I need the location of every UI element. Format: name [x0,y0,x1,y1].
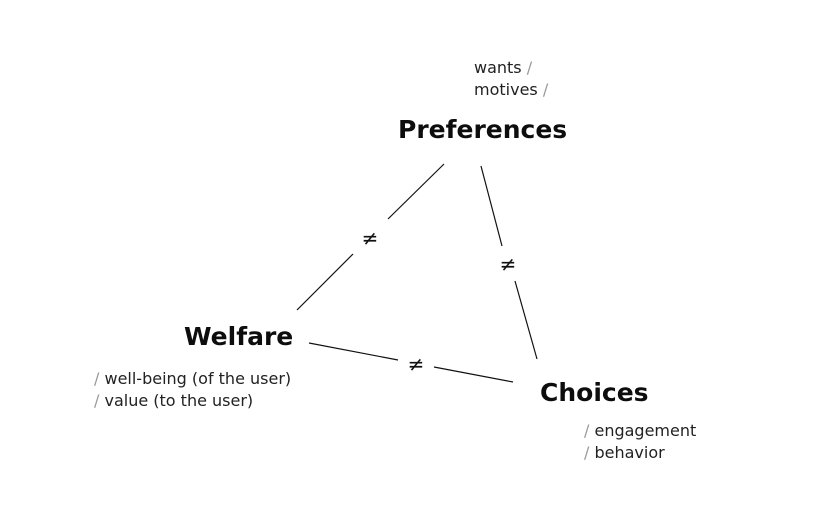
edge-preferences-welfare-upper [387,163,445,220]
choices-note-behavior: / behavior [584,442,696,464]
preferences-note-motives-text: motives [474,80,538,99]
choices-note-engagement-text: engagement [594,421,697,440]
welfare-note-well-being: / well-being (of the user) [94,368,291,390]
not-equal-sign-preferences-welfare: ≠ [361,226,379,250]
welfare-notes: / well-being (of the user) / value (to t… [94,368,291,412]
edge-preferences-welfare-lower [296,253,354,311]
not-equal-sign-welfare-choices: ≠ [407,352,425,376]
note-slash: / [584,443,590,462]
preferences-notes: wants / motives / [474,57,548,101]
node-title-preferences: Preferences [398,115,568,144]
node-title-choices: Choices [540,378,649,407]
not-equal-sign-preferences-choices: ≠ [499,252,517,276]
node-title-welfare: Welfare [184,322,294,351]
choices-note-behavior-text: behavior [594,443,665,462]
note-slash: / [584,421,590,440]
edge-welfare-choices-left [308,342,399,361]
choices-note-engagement: / engagement [584,420,696,442]
edge-preferences-choices-lower [514,280,538,360]
note-slash: / [526,58,533,77]
welfare-note-value: / value (to the user) [94,390,291,412]
note-slash: / [94,369,100,388]
preferences-note-wants-text: wants [474,58,522,77]
preferences-note-wants: wants / [474,57,548,79]
choices-notes: / engagement / behavior [584,420,696,464]
preferences-note-motives: motives / [474,79,548,101]
edge-welfare-choices-right [433,366,514,383]
welfare-note-value-text: value (to the user) [104,391,254,410]
welfare-note-well-being-text: well-being (of the user) [104,369,292,388]
note-slash: / [542,80,549,99]
note-slash: / [94,391,100,410]
edge-preferences-choices-upper [480,165,503,247]
